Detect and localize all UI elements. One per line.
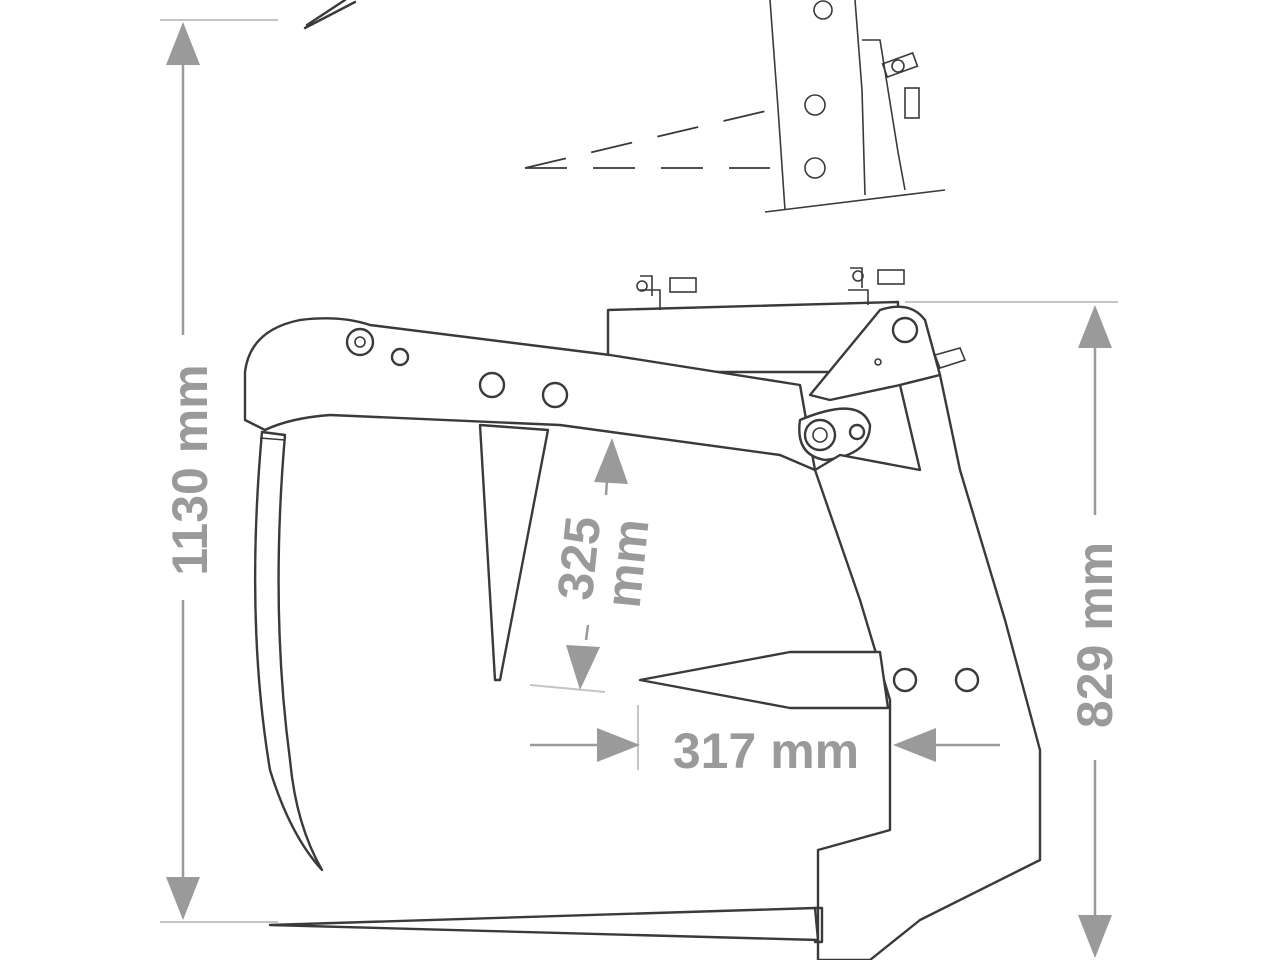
arrow-up xyxy=(594,438,628,484)
tine-length-value: 325 xyxy=(547,514,611,603)
arrow-left xyxy=(893,728,936,762)
arrow-right xyxy=(597,728,640,762)
mounting-bracket-detail xyxy=(303,0,946,213)
arrow-up xyxy=(166,22,200,65)
arrow-down xyxy=(566,645,600,690)
dimension-frame-height: 829 mm xyxy=(905,301,1123,958)
dimension-total-height: 1130 mm xyxy=(160,19,278,923)
total-height-label: 1130 mm xyxy=(162,364,218,575)
dimension-tine-length: 325 mm xyxy=(529,438,660,693)
tine-spacing-label: 317 mm xyxy=(673,723,859,779)
tine-length-unit: mm xyxy=(595,516,660,610)
frame-height-label: 829 mm xyxy=(1067,542,1123,728)
arrow-down xyxy=(1078,915,1112,958)
dimension-tine-spacing: 317 mm xyxy=(530,705,1000,779)
arrow-up xyxy=(1078,305,1112,348)
arrow-down xyxy=(166,877,200,920)
grab-frame xyxy=(243,267,1042,960)
